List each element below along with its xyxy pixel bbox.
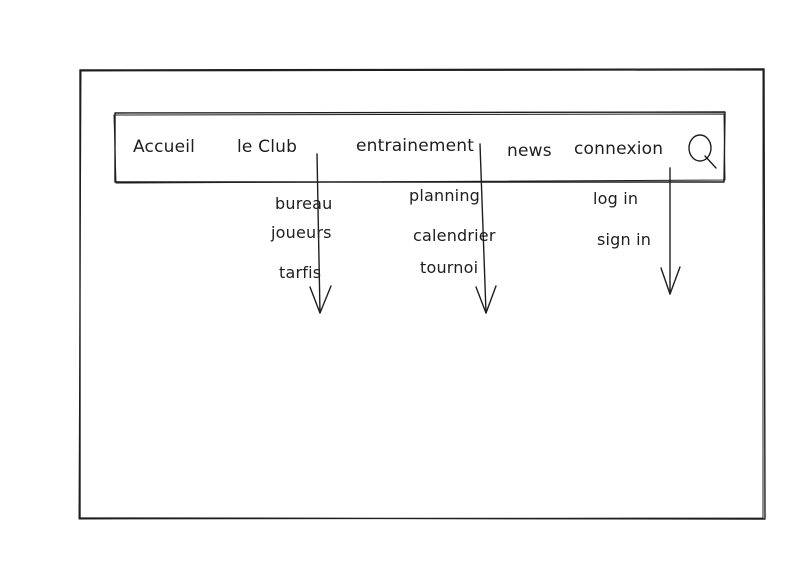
dropdown-item-tarfis[interactable]: tarfis: [279, 263, 322, 282]
arrow-connexion-dropdown: [660, 167, 681, 295]
nav-item-accueil[interactable]: Accueil: [133, 137, 196, 157]
dropdown-item-tournoi[interactable]: tournoi: [420, 258, 479, 277]
search-icon[interactable]: [688, 134, 717, 169]
nav-item-news[interactable]: news: [507, 141, 552, 161]
arrow-entrainement-dropdown: [475, 143, 497, 314]
dropdown-item-joueurs[interactable]: joueurs: [271, 223, 332, 242]
nav-item-entrainement[interactable]: entrainement: [356, 136, 475, 156]
dropdown-item-bureau[interactable]: bureau: [275, 194, 333, 213]
dropdown-item-calendrier[interactable]: calendrier: [413, 226, 496, 245]
dropdown-item-log-in[interactable]: log in: [593, 189, 639, 208]
arrow-le-club-dropdown: [309, 153, 332, 314]
dropdown-item-planning[interactable]: planning: [409, 186, 481, 205]
dropdown-item-sign-in[interactable]: sign in: [597, 230, 652, 249]
nav-item-le-club[interactable]: le Club: [237, 137, 298, 157]
nav-item-connexion[interactable]: connexion: [574, 139, 664, 159]
page-frame: [78, 68, 766, 520]
nav-bar-box: [113, 111, 726, 184]
